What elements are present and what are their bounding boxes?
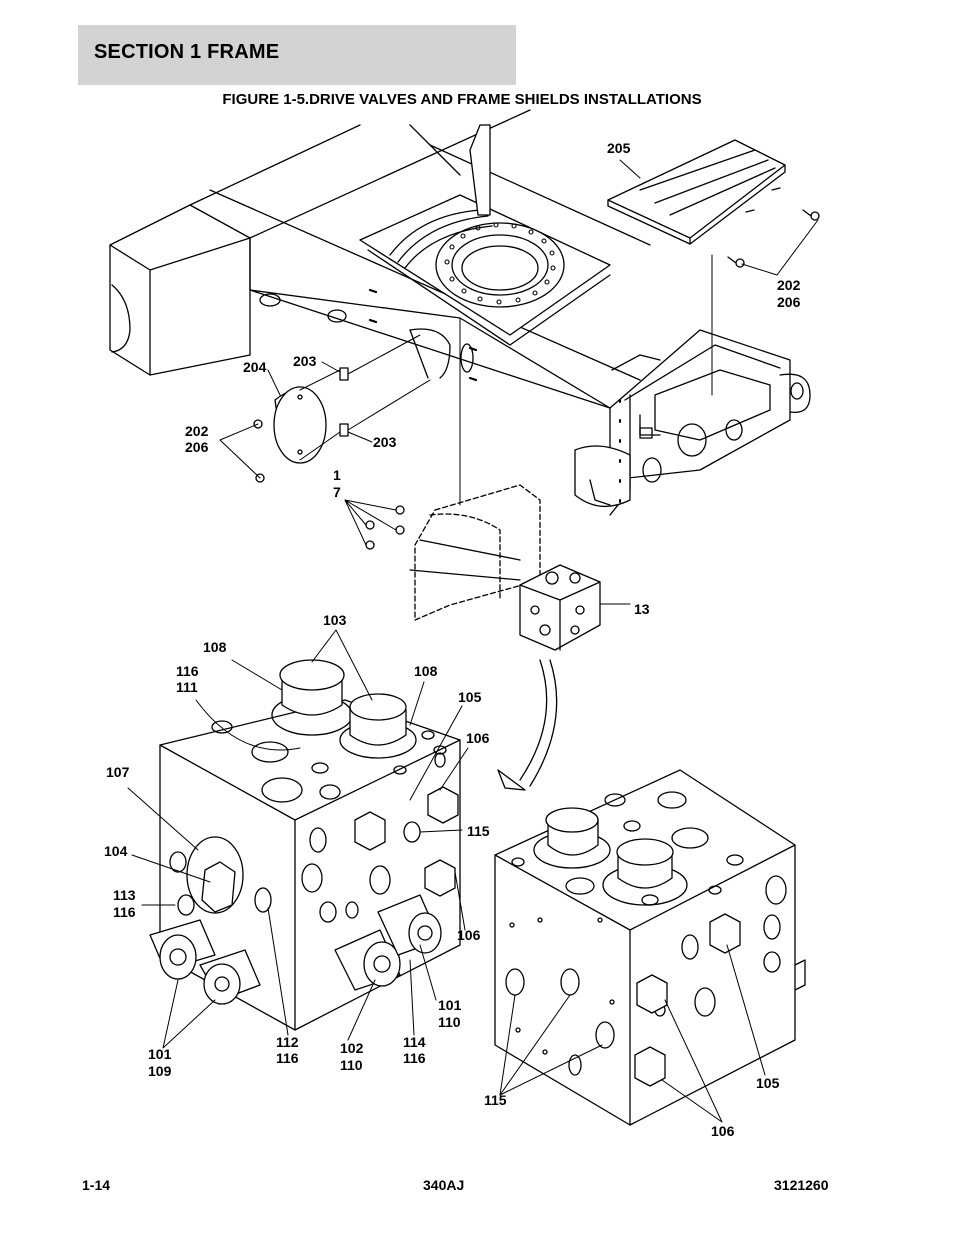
callout-115-bottom: 115 (484, 1092, 507, 1108)
section-title: SECTION 1 FRAME (94, 41, 280, 63)
callout-116-b: 116 (113, 904, 136, 920)
callout-116-d: 116 (403, 1050, 426, 1066)
callout-206-left: 206 (185, 439, 209, 455)
callout-105-top: 105 (458, 689, 482, 705)
callout-113: 113 (113, 887, 136, 903)
callout-101-left: 101 (148, 1046, 172, 1062)
callout-202-left: 202 (185, 423, 209, 439)
callout-116-c: 116 (276, 1050, 299, 1066)
callout-104: 104 (104, 843, 128, 859)
callout-101-right: 101 (438, 997, 462, 1013)
valve-block-left (149, 659, 461, 1031)
callout-106-bottom: 106 (711, 1123, 735, 1139)
callout-labels: 205 202 206 204 203 202 206 203 1 7 13 1… (104, 140, 801, 1139)
callout-106-mid: 106 (457, 927, 481, 943)
footer-doc-number: 3121260 (774, 1177, 829, 1193)
valve-mount-bracket (344, 317, 541, 621)
callout-203-a: 203 (293, 353, 317, 369)
valve-block-right (494, 769, 806, 1126)
callout-1: 1 (333, 467, 341, 483)
callout-204: 204 (243, 359, 267, 375)
callout-206-top: 206 (777, 294, 801, 310)
callout-202-top: 202 (777, 277, 801, 293)
callout-102: 102 (340, 1040, 364, 1056)
callout-110-bottom: 110 (340, 1057, 363, 1073)
section-banner: SECTION 1 FRAME (78, 25, 516, 85)
drive-valve-13 (519, 564, 631, 651)
callout-115-mid: 115 (467, 823, 490, 839)
callout-105-bottom: 105 (756, 1075, 780, 1091)
callout-109: 109 (148, 1063, 172, 1079)
callout-114: 114 (403, 1034, 426, 1050)
frame-shield-205 (607, 139, 786, 245)
callout-108-left: 108 (203, 639, 227, 655)
callout-205: 205 (607, 140, 631, 156)
detail-arrow (497, 659, 558, 791)
callout-111: 111 (176, 679, 198, 695)
figure-title: FIGURE 1-5.DRIVE VALVES AND FRAME SHIELD… (222, 91, 702, 108)
footer-model: 340AJ (423, 1177, 465, 1193)
callout-203-b: 203 (373, 434, 397, 450)
footer-page-number: 1-14 (82, 1177, 111, 1193)
callout-108-right: 108 (414, 663, 438, 679)
screw-202-206-top (711, 209, 820, 396)
callout-leaders (127, 159, 819, 1123)
callout-13: 13 (634, 601, 650, 617)
frame-weldment (109, 109, 811, 516)
callout-106-top: 106 (466, 730, 490, 746)
callout-116-a: 116 (176, 663, 199, 679)
callout-110-right: 110 (438, 1014, 461, 1030)
round-shield-204 (253, 328, 451, 483)
callout-7: 7 (333, 484, 341, 500)
callout-103: 103 (323, 612, 347, 628)
callout-107: 107 (106, 764, 130, 780)
callout-112: 112 (276, 1034, 299, 1050)
